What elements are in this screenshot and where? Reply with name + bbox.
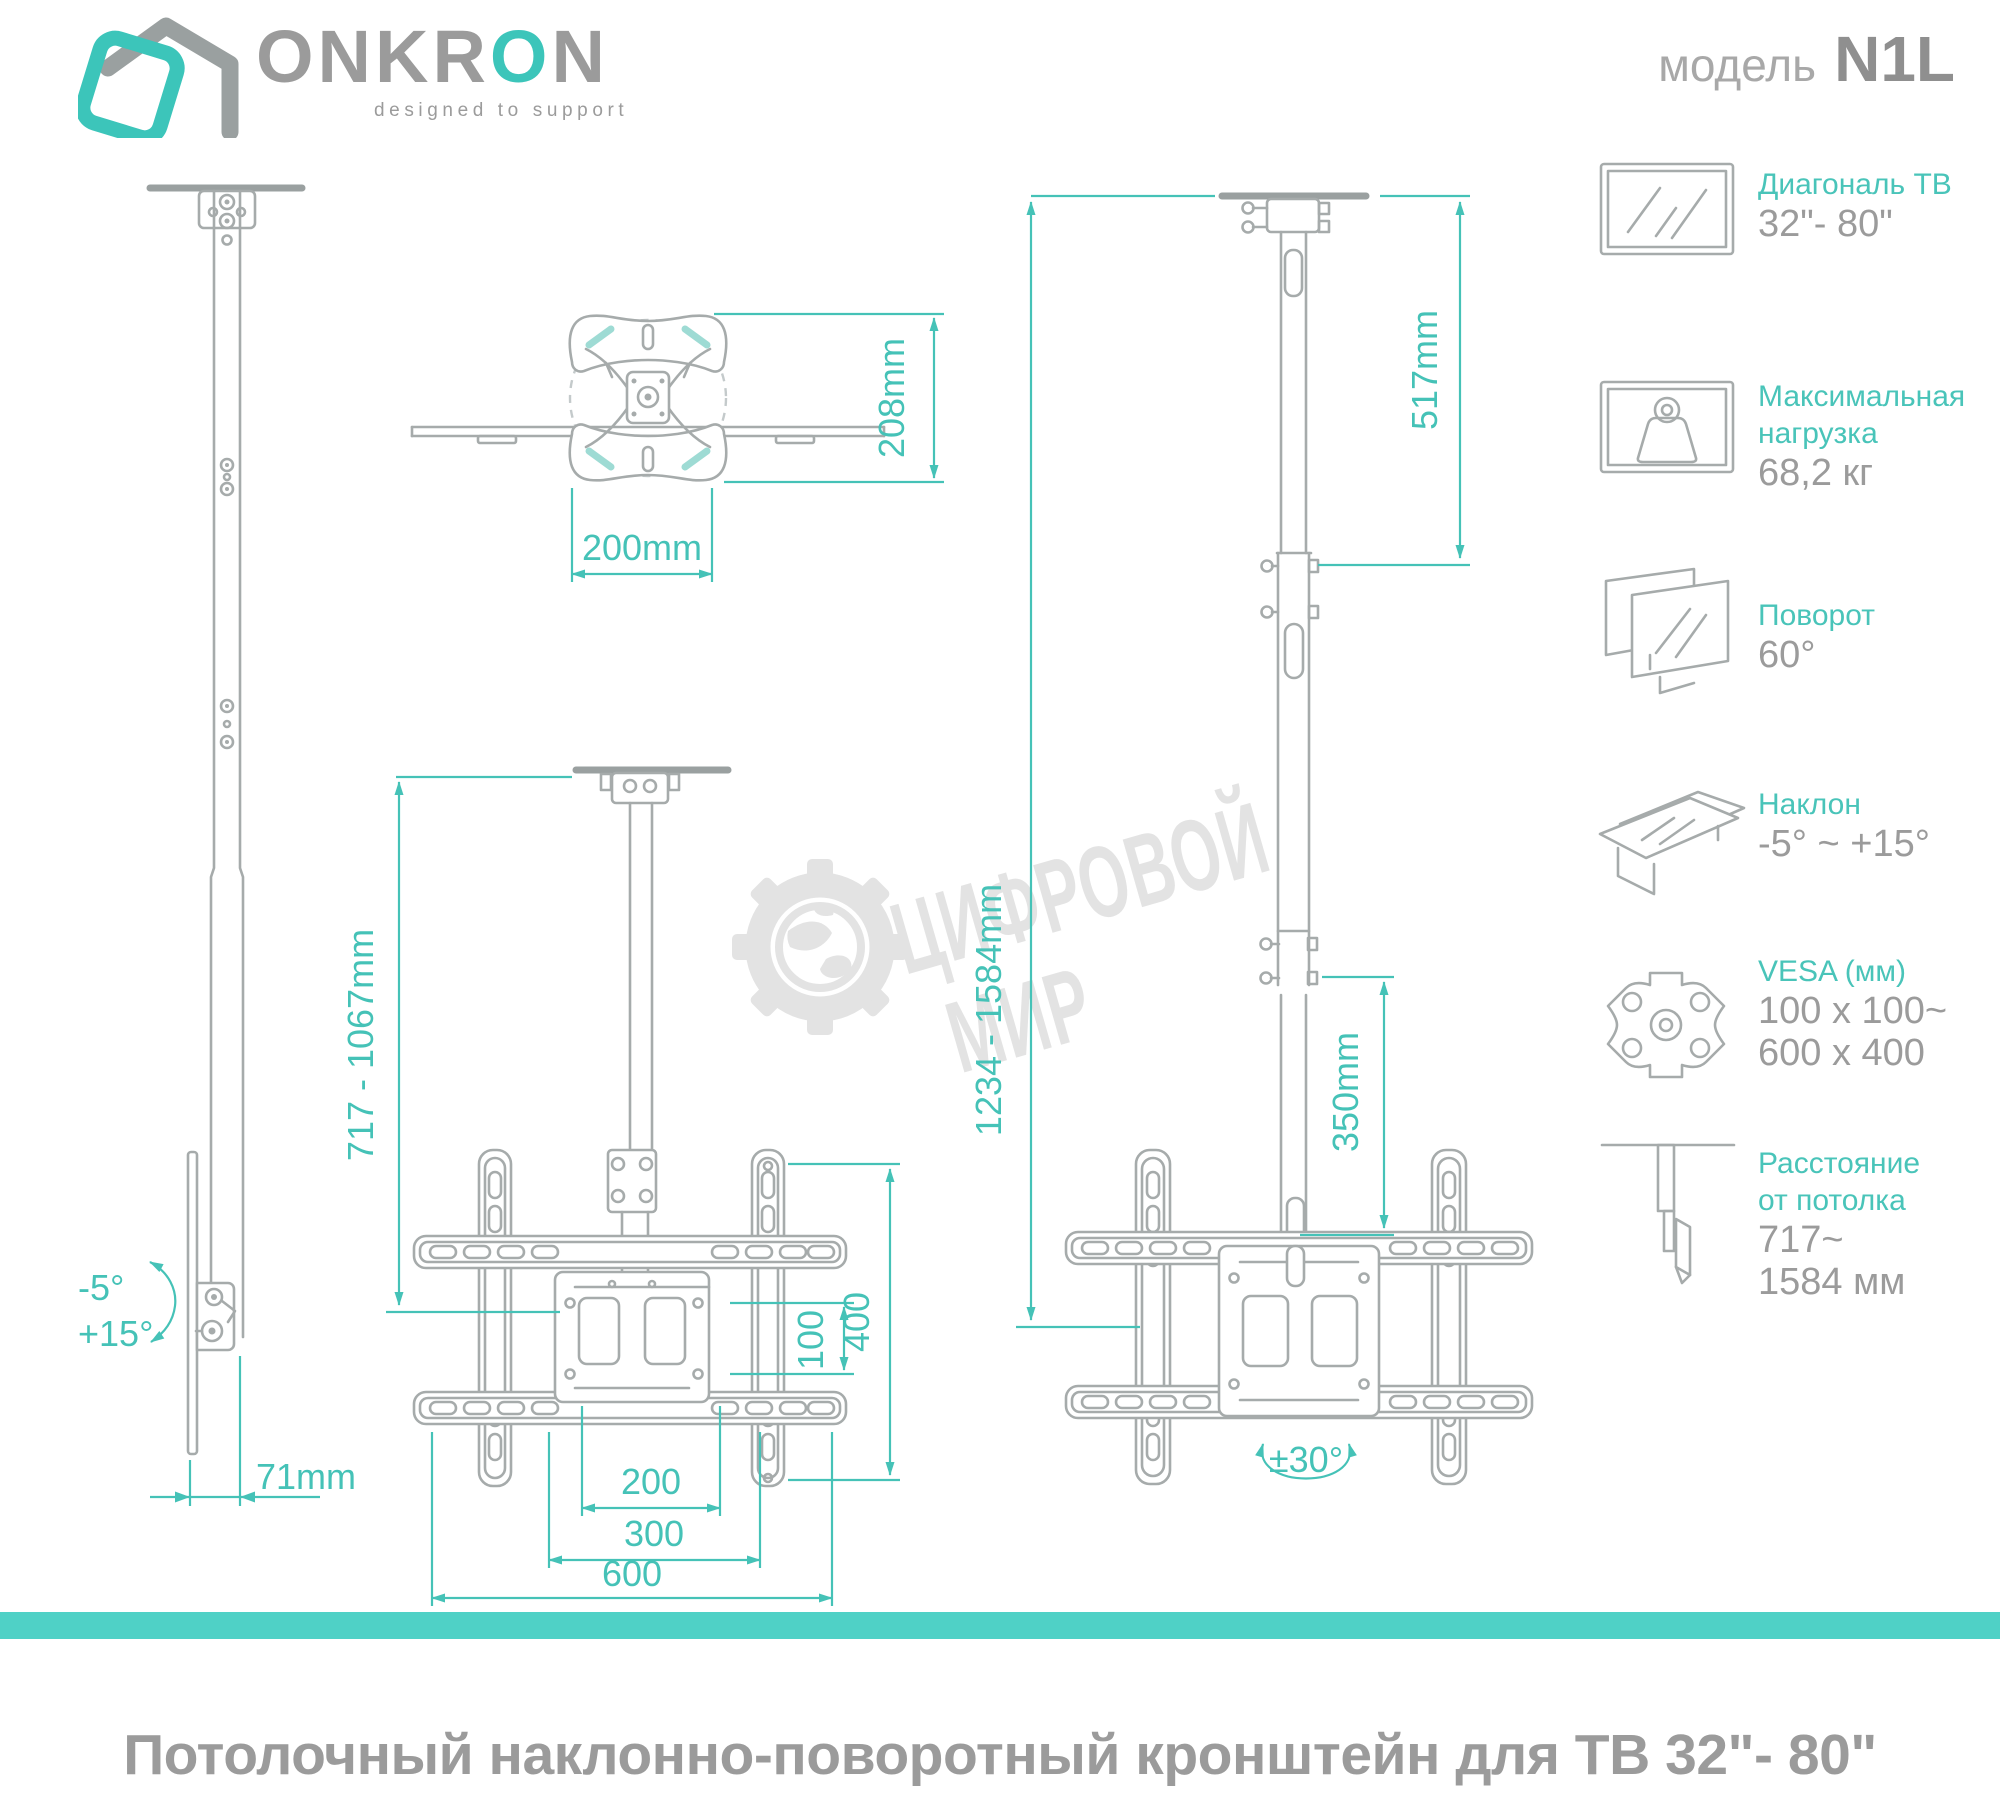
brand-name-accent: O <box>489 15 552 98</box>
tv-panel-side <box>186 1150 199 1456</box>
brand-logo-icon <box>78 17 239 138</box>
tilt-icon <box>1598 790 1746 896</box>
figure-extended-view: ±30° 1234 - 1584mm 517mm 350mm <box>968 192 1534 1486</box>
model-label: модель <box>1658 39 1817 91</box>
swivel-arc-arrow <box>1255 1443 1357 1480</box>
accent-bar <box>0 1612 2000 1639</box>
dimension-label: 717 - 1067mm <box>340 929 381 1161</box>
dimension-label: 71mm <box>256 1456 356 1497</box>
dimension-label: +15° <box>78 1313 153 1354</box>
spec-value: 60° <box>1758 634 1816 676</box>
dimension-label: 208mm <box>871 338 912 458</box>
spec-label: нагрузка <box>1758 417 1878 450</box>
figure-front-view: 717 - 1067mm 100 400 200 300 6 <box>340 766 900 1606</box>
model-header: модель N1L <box>1658 22 1955 96</box>
gear-globe-icon <box>732 859 908 1035</box>
dimension-label: ±30° <box>1269 1439 1343 1480</box>
max-load-icon <box>1599 380 1735 474</box>
model-value: N1L <box>1834 23 1955 95</box>
dimension-label: 517mm <box>1404 310 1445 430</box>
spec-label: Поворот <box>1758 599 1875 632</box>
dimension-label: -5° <box>78 1267 124 1308</box>
dimension-label: 200 <box>621 1461 681 1502</box>
spec-value: 68,2 кг <box>1758 452 1874 494</box>
brand-name-part1: ONKR <box>256 15 490 98</box>
spec-label: Расстояние <box>1758 1147 1921 1180</box>
dimension-label: 400 <box>836 1292 877 1352</box>
dimension-label: 1234 - 1584mm <box>968 884 1009 1136</box>
swivel-icon <box>1604 567 1730 695</box>
tv-diagonal-icon <box>1599 162 1735 256</box>
tilt-arc-arrow <box>149 1261 177 1343</box>
dimension-label: 600 <box>602 1553 662 1594</box>
spec-value: 600 x 400 <box>1758 1032 1925 1074</box>
ceiling-distance-icon <box>1600 1143 1736 1285</box>
dimension-label: 350mm <box>1325 1032 1366 1152</box>
spec-value: 100 x 100~ <box>1758 990 1948 1032</box>
dimension-label: 200mm <box>582 527 702 568</box>
spec-label: Диагональ ТВ <box>1758 168 1952 201</box>
figure-top-view: 200mm 208mm <box>410 312 944 582</box>
watermark: ЦИФРОВОЙ МИР <box>732 779 1281 1094</box>
spec-label: от потолка <box>1758 1184 1906 1217</box>
watermark-line1: ЦИФРОВОЙ <box>879 779 1281 996</box>
spec-value: 32"- 80" <box>1758 203 1893 245</box>
dimension-label: 300 <box>624 1513 684 1554</box>
figure-side-view: -5° +15° 71mm <box>78 184 356 1506</box>
page-title: Потолочный наклонно-поворотный кронштейн… <box>123 1723 1877 1787</box>
spec-value: -5° ~ +15° <box>1758 823 1930 865</box>
spec-value: 717~ <box>1758 1219 1844 1261</box>
spec-value: 1584 мм <box>1758 1261 1906 1303</box>
brand-name: ONKRON <box>256 14 609 99</box>
brand-name-part2: N <box>551 15 609 98</box>
spec-label: Максимальная <box>1758 380 1966 413</box>
brand-tagline: designed to support <box>374 100 629 121</box>
dimension-label: 100 <box>790 1310 831 1370</box>
spec-label: VESA (мм) <box>1758 955 1906 988</box>
vesa-icon <box>1606 971 1726 1079</box>
spec-label: Наклон <box>1758 788 1861 821</box>
